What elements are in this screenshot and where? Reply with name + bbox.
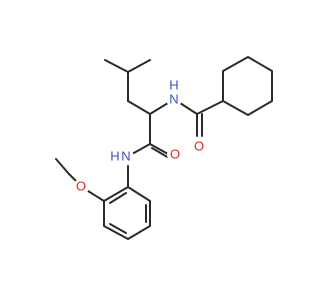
oxygen-atom-upper-carbonyl: O — [194, 138, 204, 153]
molecule-structure: N H O O N H O — [55, 56, 273, 240]
bond-methyl-a-ch — [104, 59, 129, 73]
oxygen-atom-lower-carbonyl: O — [170, 146, 180, 161]
oxygen-atom-ether: O — [76, 178, 86, 193]
bond-alpha-n-upper — [149, 102, 169, 115]
bond-lines — [55, 56, 273, 240]
bond-lower-carbonyl-o-a — [149, 143, 169, 155]
benzene-inner-double-b — [109, 223, 127, 234]
atom-labels: N H O O N H O — [73, 77, 207, 195]
bond-n-upper-carbonyl — [179, 102, 198, 115]
bond-ring-ether-o — [87, 190, 105, 202]
nitrogen-atom-upper: N — [169, 91, 178, 106]
cyclohexane-ring — [222, 56, 273, 116]
bond-ch2-alpha — [127, 100, 151, 115]
bond-carbonyl-cyclohexyl — [196, 100, 224, 115]
bond-ethyl-ch2-ch3 — [55, 158, 70, 175]
bond-ch-methyl-b — [127, 59, 151, 73]
nitrogen-atom-lower: N — [121, 148, 130, 163]
bond-lower-carbonyl-o-b — [151, 147, 170, 159]
benzene-ring — [103, 186, 151, 240]
hydrogen-atom-upper: H — [169, 77, 178, 92]
benzene-inner-double-c — [109, 192, 127, 204]
hydrogen-atom-lower: H — [110, 148, 119, 163]
bond-ether-o-ch2 — [68, 173, 77, 182]
bond-lower-carbonyl-n — [131, 143, 151, 155]
